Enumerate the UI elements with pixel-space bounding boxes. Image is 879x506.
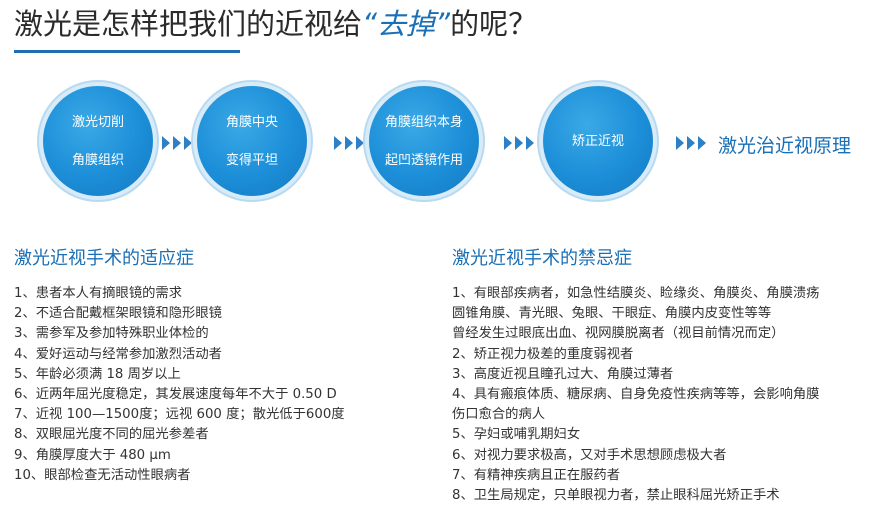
list-item: 伤口愈合的病人	[452, 407, 546, 423]
title-underline	[14, 50, 240, 53]
indications-list: 1、患者本人有摘眼镜的需求 2、不适合配戴框架眼镜和隐形眼镜 3、需参军及参加特…	[14, 284, 345, 486]
flow-step-1-line2: 角膜组织	[71, 152, 124, 168]
flow-step-3-line1: 角膜组织本身	[384, 114, 463, 130]
list-item: 7、近视 100—1500度；远视 600 度；散光低于600度	[14, 407, 345, 423]
title-suffix: 的呢？	[450, 7, 538, 41]
flow-arrow-2	[334, 136, 366, 150]
flow-step-3: 角膜组织本身起凹透镜作用	[369, 86, 479, 196]
flow-step-2-line2: 变得平坦	[225, 152, 278, 168]
flow-step-1: 激光切削角膜组织	[43, 86, 153, 196]
list-item: 曾经发生过眼底出血、视网膜脱离者（视目前情况而定）	[452, 326, 785, 342]
flow-arrow-3	[504, 136, 536, 150]
list-item: 8、双眼屈光度不同的屈光参差者	[14, 427, 209, 443]
list-item: 3、高度近视且瞳孔过大、角膜过薄者	[452, 366, 674, 382]
list-item: 7、有精神疾病且正在服药者	[452, 467, 621, 483]
list-item: 4、具有瘢痕体质、糖尿病、自身免疫性疾病等等，会影响角膜	[452, 387, 820, 403]
flow-step-1-line1: 激光切削	[71, 114, 124, 130]
indications-heading: 激光近视手术的适应症	[14, 248, 194, 269]
flow-step-4-line1: 矫正近视	[571, 133, 624, 149]
list-item: 4、爱好运动与经常参加激烈活动者	[14, 346, 222, 362]
list-item: 3、需参军及参加特殊职业体检的	[14, 326, 209, 342]
flow-arrow-1	[162, 136, 194, 150]
flow-arrow-4	[676, 136, 708, 150]
title-prefix: 激光是怎样把我们的近视给	[14, 7, 363, 41]
list-item: 5、孕妇或哺乳期妇女	[452, 427, 581, 443]
list-item: 2、不适合配戴框架眼镜和隐形眼镜	[14, 306, 222, 322]
list-item: 9、角膜厚度大于 480 μm	[14, 447, 171, 463]
flow-step-3-line2: 起凹透镜作用	[384, 152, 463, 168]
title-highlight: “去掉”	[362, 7, 451, 41]
flow-step-4: 矫正近视	[543, 86, 653, 196]
list-item: 5、年龄必须满 18 周岁以上	[14, 366, 181, 382]
page-title: 激光是怎样把我们的近视给“去掉”的呢？	[14, 4, 537, 44]
contraindications-list: 1、有眼部疾病者，如急性结膜炎、睑缘炎、角膜炎、角膜溃疡 圆锥角膜、青光眼、兔眼…	[452, 284, 819, 506]
list-item: 1、有眼部疾病者，如急性结膜炎、睑缘炎、角膜炎、角膜溃疡	[452, 286, 820, 301]
list-item: 1、患者本人有摘眼镜的需求	[14, 286, 183, 301]
list-item: 6、对视力要求极高，又对手术思想顾虑极大者	[452, 447, 727, 463]
list-item: 2、矫正视力极差的重度弱视者	[452, 346, 634, 362]
list-item: 圆锥角膜、青光眼、兔眼、干眼症、角膜内皮变性等等	[452, 306, 772, 322]
principle-label: 激光治近视原理	[718, 135, 852, 157]
contraindications-heading: 激光近视手术的禁忌症	[452, 248, 632, 269]
list-item: 10、眼部检查无活动性眼病者	[14, 467, 191, 483]
flow-step-2: 角膜中央变得平坦	[197, 86, 307, 196]
list-item: 6、近两年屈光度稳定，其发展速度每年不大于 0.50 D	[14, 387, 337, 403]
flow-step-2-line1: 角膜中央	[225, 114, 278, 130]
list-item: 8、卫生局规定，只单眼视力者，禁止眼科屈光矫正手术	[452, 488, 780, 504]
